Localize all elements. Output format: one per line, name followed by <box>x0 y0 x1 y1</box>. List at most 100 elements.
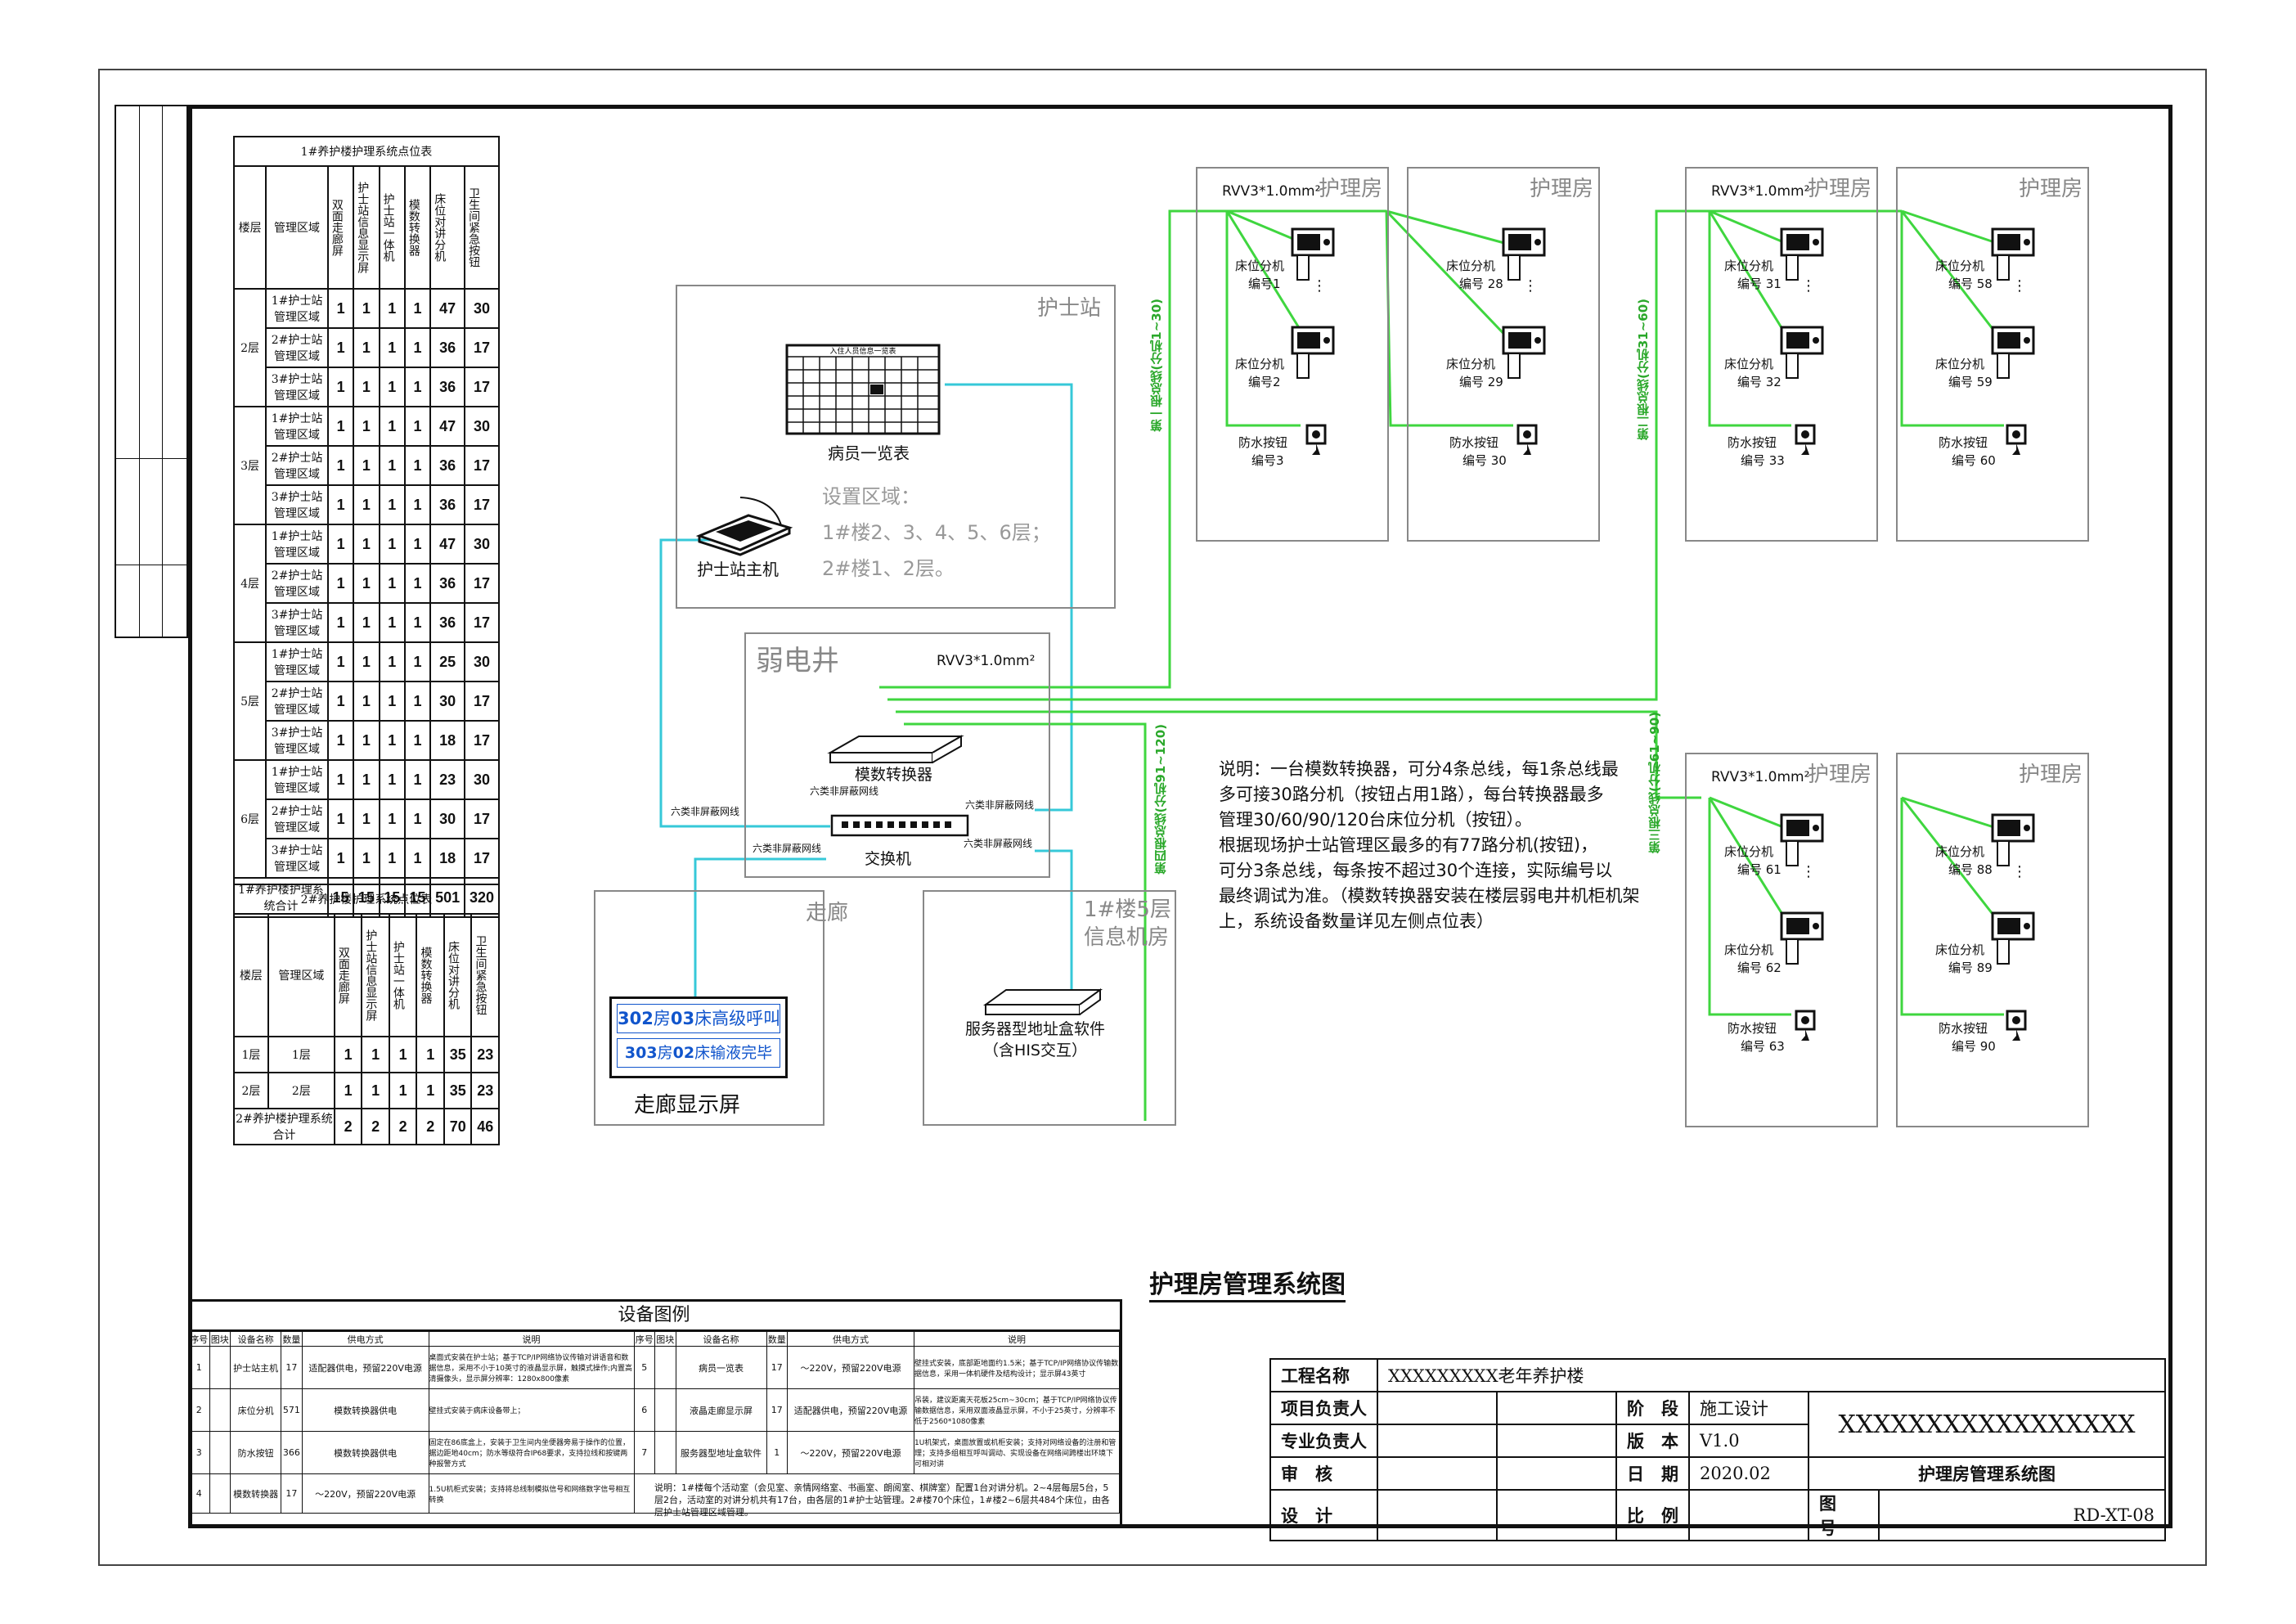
legend-header: 图块 <box>654 1331 676 1347</box>
legend-desc: 1.5U机柜式安装；支持将总线制模拟信号和网络数字信号相互转换 <box>428 1473 635 1514</box>
value-cell: 17 <box>464 327 500 368</box>
nurse-station-label: 护士站 <box>1037 296 1102 321</box>
legend-power: 模数转换器供电 <box>301 1388 429 1432</box>
legend-header: 数量 <box>766 1331 789 1347</box>
network-cable-server <box>1035 849 1073 990</box>
server-room-area <box>923 890 1176 1126</box>
value-cell: 1 <box>378 524 406 565</box>
legend-no: 3 <box>188 1431 210 1474</box>
bed-unit-icon <box>1291 227 1335 281</box>
legend-icon-cell <box>209 1431 231 1474</box>
nurse-host-caption: 护士站主机 <box>697 560 779 579</box>
bed-unit-icon <box>1502 227 1546 281</box>
value-cell: 30 <box>464 406 500 447</box>
point-table-building-2: 2#养护楼护理系统点位表 楼层管理区域双面走廊屏护士站信息显示屏护士站一体机模数… <box>233 884 500 1145</box>
legend-icon-cell <box>209 1473 231 1514</box>
legend-header: 设备名称 <box>675 1331 767 1347</box>
legend-qty: 17 <box>766 1388 789 1432</box>
legend-qty: 17 <box>766 1346 789 1389</box>
legend-desc: 壁挂式安装，底部距地面约1.5米；基于TCP/IP网络协议传输数据信息，采用一体… <box>914 1346 1120 1389</box>
legend-icon-cell <box>209 1388 231 1432</box>
bed-unit-icon <box>1991 227 2035 281</box>
value-cell: 36 <box>429 484 466 525</box>
col-header: 床位对讲分机 <box>429 165 466 290</box>
legend-icon-cell <box>654 1346 676 1389</box>
point-table-building-1: 1#养护楼护理系统点位表 楼层管理区域双面走廊屏护士站信息显示屏护士站一体机模数… <box>232 136 500 918</box>
value-cell: 1 <box>403 288 432 329</box>
corridor-label: 走廊 <box>806 901 849 925</box>
value-cell: 1 <box>361 1072 390 1109</box>
converter-caption: 模数转换器 <box>855 766 933 784</box>
area-cell: 3#护士站管理区域 <box>265 367 329 407</box>
area-cell: 1#护士站管理区域 <box>265 288 329 329</box>
value-cell: 1 <box>326 720 355 761</box>
value-cell: 1 <box>326 563 355 604</box>
corridor-area <box>594 890 824 1126</box>
waterproof-button-icon <box>2006 424 2027 455</box>
nursing-room: 护理房 床位分机 编号 88 ⋮ 床位分机 编号 89 防水按钮 编号 90 <box>1896 753 2089 1127</box>
area-cell: 3#护士站管理区域 <box>265 602 329 643</box>
value-cell: 1 <box>378 484 406 525</box>
description-note: 说明：一台模数转换器，可分4条总线，每1条总线最多可接30路分机（按钮占用1路）… <box>1219 759 1640 931</box>
value-cell: 17 <box>464 367 500 407</box>
nurse-station-area <box>676 285 1116 609</box>
bed-unit-icon <box>1502 326 1546 379</box>
patient-board-icon: 入住人员信息一览表 <box>785 344 941 435</box>
col-header: 床位对讲分机 <box>443 913 473 1037</box>
value-cell: 1 <box>361 1036 390 1073</box>
bed-unit-icon <box>1291 326 1335 379</box>
waterproof-button-icon <box>1795 1010 1816 1041</box>
legend-power: 适配器供电，预留220V电源 <box>787 1388 914 1432</box>
room-label: 护理房 <box>2018 763 2083 787</box>
value-cell: 1 <box>403 563 432 604</box>
legend-power: ～220V，预留220V电源 <box>787 1346 914 1389</box>
value-cell: 1 <box>326 799 355 839</box>
waterproof-button-icon <box>2006 1010 2027 1041</box>
value-cell: 47 <box>429 524 466 565</box>
room-label: 护理房 <box>2018 177 2083 201</box>
converter-icon <box>827 735 964 763</box>
switch-caption: 交换机 <box>865 850 912 868</box>
value-cell: 17 <box>464 720 500 761</box>
legend-name: 病员一览表 <box>675 1346 767 1389</box>
value-cell: 1 <box>353 563 380 604</box>
bed-unit-icon <box>1780 227 1824 281</box>
area-cell: 2#护士站管理区域 <box>265 327 329 368</box>
value-cell: 1 <box>403 720 432 761</box>
legend-name: 液晶走廊显示屏 <box>675 1388 767 1432</box>
value-cell: 1 <box>378 720 406 761</box>
value-cell: 1 <box>326 288 355 329</box>
area-cell: 3#护士站管理区域 <box>265 838 329 879</box>
bed-unit-icon <box>1991 813 2035 866</box>
legend-qty: 17 <box>281 1346 303 1389</box>
value-cell: 1 <box>378 799 406 839</box>
value-cell: 35 <box>443 1036 473 1073</box>
server-box-icon <box>982 988 1103 1015</box>
value-cell: 1 <box>378 367 406 407</box>
legend-desc: 1U机架式，桌面放置或机柜安装；支持对网络设备的注册和管理；支持多组相互呼叫调动… <box>914 1431 1120 1474</box>
area-cell: 1#护士站管理区域 <box>265 406 329 447</box>
floor-cell: 2层 <box>233 1072 269 1109</box>
value-cell: 1 <box>353 288 380 329</box>
waterproof-button-icon <box>1516 424 1538 455</box>
legend-header: 数量 <box>281 1331 303 1347</box>
total-cell: 2 <box>416 1108 445 1145</box>
area-cell: 1层 <box>267 1036 335 1073</box>
area-cell: 2层 <box>267 1072 335 1109</box>
legend-qty: 1 <box>766 1431 789 1474</box>
value-cell: 17 <box>464 838 500 879</box>
value-cell: 1 <box>353 641 380 682</box>
room-rvv: RVV3*1.0mm² <box>1222 183 1321 200</box>
area-cell: 2#护士站管理区域 <box>265 563 329 604</box>
legend-desc: 桌面式安装在护士站；基于TCP/IP网络协议传输对讲语音和数据信息，采用不小于1… <box>428 1346 635 1389</box>
drawing-frame <box>188 105 2172 1528</box>
bed-unit-icon <box>1780 326 1824 379</box>
